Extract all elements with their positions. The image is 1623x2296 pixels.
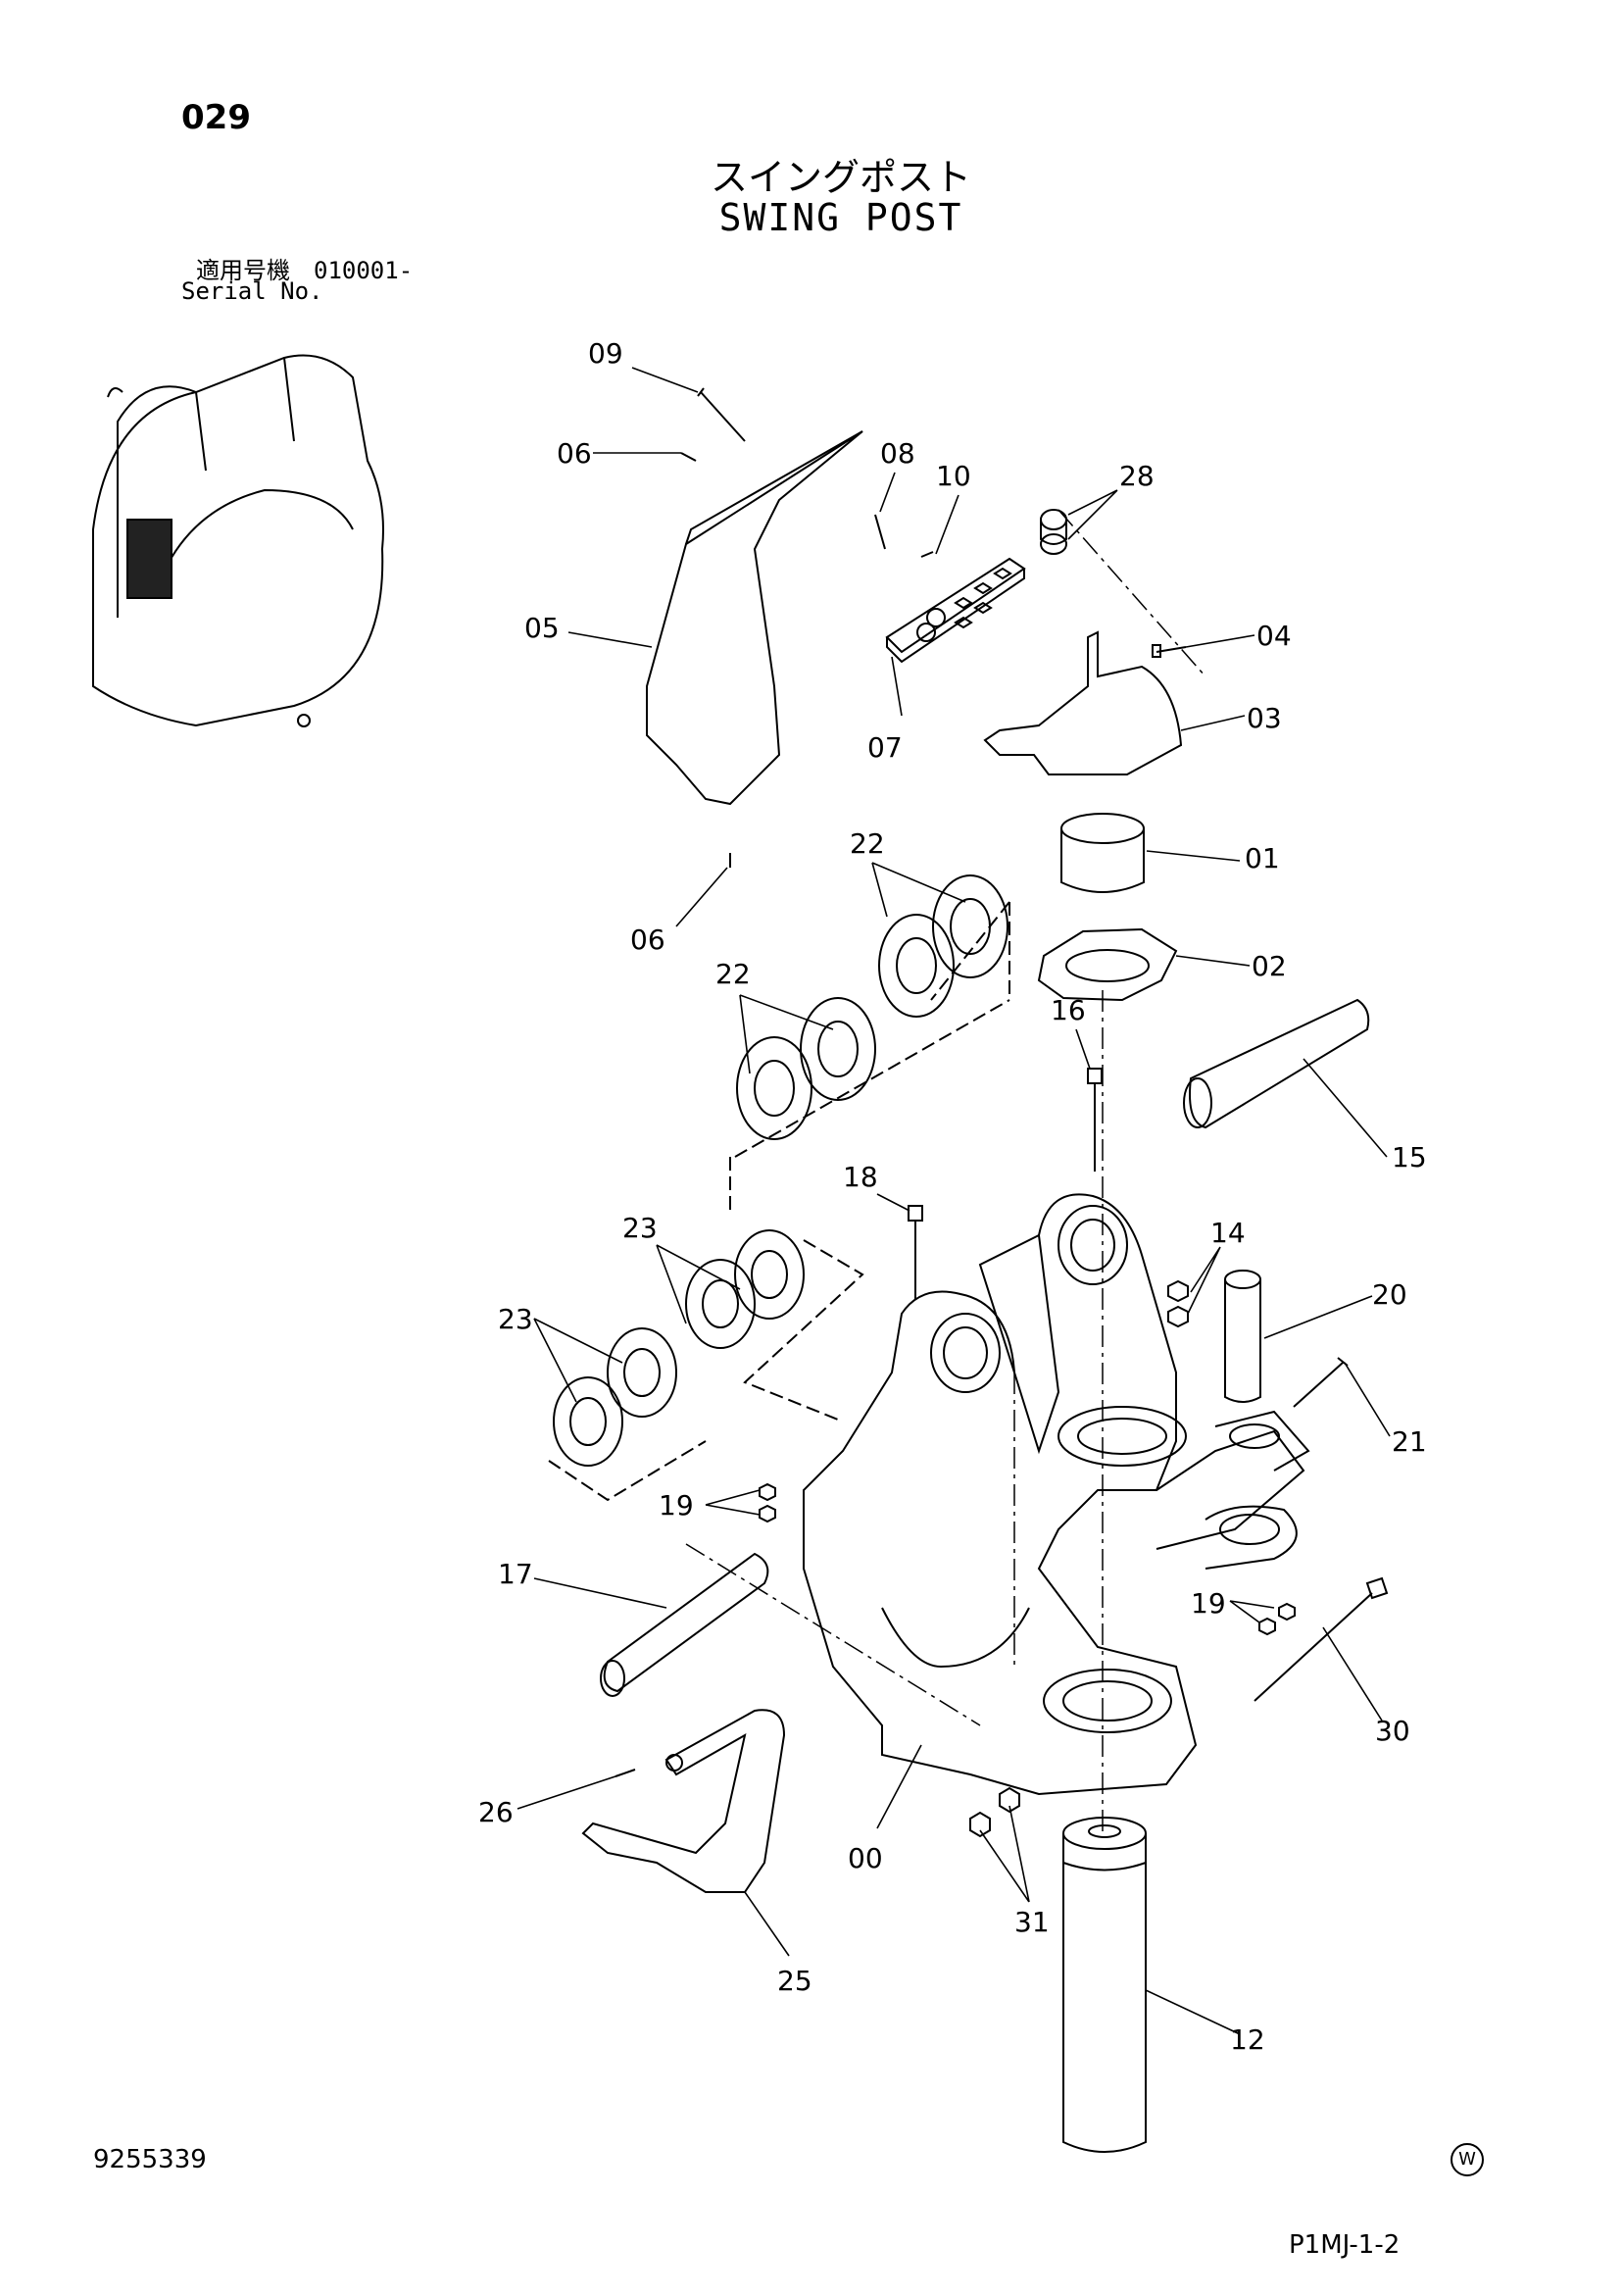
callout-01: 01: [1245, 842, 1280, 874]
callout-30: 30: [1375, 1715, 1410, 1747]
part-caps-28: [1040, 509, 1067, 555]
callout-04: 04: [1256, 620, 1292, 652]
part-pin-10: [920, 551, 934, 558]
callout-17: 17: [498, 1558, 533, 1590]
callout-10: 10: [936, 460, 971, 492]
callout-22-lower: 22: [715, 958, 751, 990]
serial-label-japanese: 適用号機 010001-: [196, 257, 414, 284]
part-nuts-31: [969, 1786, 1020, 1838]
part-bolt-09: [697, 387, 746, 442]
part-washer-02: [1037, 927, 1178, 1002]
callout-02: 02: [1252, 950, 1287, 982]
title-english: SWING POST: [718, 196, 963, 239]
part-bolt-18: [908, 1205, 923, 1299]
part-bolt-16: [1087, 1068, 1103, 1172]
part-screw-26: [615, 1769, 636, 1777]
callout-labels: 09 06 08 10 28 05 04 03 07 06 01 02 22 2…: [478, 337, 1427, 2056]
part-nuts-19-right: [1258, 1602, 1296, 1636]
part-swing-post-00: [803, 1193, 1310, 1796]
w-mark-icon: W: [1451, 2143, 1484, 2176]
serial-label-english: Serial No.: [181, 277, 323, 305]
callout-19-left: 19: [659, 1489, 694, 1522]
part-pin-12: [1062, 1817, 1147, 2153]
callout-06-lower: 06: [630, 923, 665, 956]
callout-20: 20: [1372, 1278, 1407, 1311]
callout-19-right: 19: [1191, 1587, 1226, 1620]
part-pin-17: [600, 1552, 769, 1697]
machine-thumbnail: [92, 354, 384, 727]
part-washers-23: [548, 1229, 864, 1502]
document-number: 9255339: [93, 2145, 207, 2174]
part-pin-08: [874, 514, 886, 550]
callout-07: 07: [867, 731, 903, 764]
part-bolt-04: [1152, 644, 1187, 658]
callout-22-upper: 22: [850, 827, 885, 860]
callout-23-lower: 23: [498, 1303, 533, 1335]
callout-21: 21: [1392, 1425, 1427, 1458]
page-number: 029: [181, 98, 251, 137]
callout-00: 00: [848, 1842, 883, 1874]
callout-28: 28: [1119, 460, 1155, 492]
part-nuts-19-left: [759, 1482, 776, 1523]
callout-03: 03: [1247, 702, 1282, 734]
callout-18: 18: [843, 1161, 878, 1193]
callout-25: 25: [777, 1965, 812, 1997]
part-bushing-01: [1060, 813, 1145, 893]
part-cover-05: [646, 430, 863, 806]
part-pin-15: [1183, 998, 1370, 1129]
callout-14: 14: [1210, 1217, 1246, 1249]
title-japanese: スイングポスト: [710, 156, 971, 199]
part-pin-20: [1224, 1270, 1261, 1403]
part-nuts-14: [1167, 1279, 1189, 1328]
part-bolt-21: [1293, 1357, 1349, 1408]
callout-16: 16: [1051, 994, 1086, 1026]
callout-06: 06: [557, 437, 592, 470]
callout-12: 12: [1230, 2023, 1265, 2056]
callout-05: 05: [524, 612, 560, 644]
part-switch-plate-07: [885, 557, 1026, 664]
callout-31: 31: [1014, 1906, 1050, 1938]
page-code: P1MJ-1-2: [1289, 2230, 1401, 2260]
callout-08: 08: [880, 437, 915, 470]
callout-23-upper: 23: [622, 1212, 658, 1244]
part-handle-25: [581, 1709, 786, 1893]
callout-15: 15: [1392, 1141, 1427, 1173]
callout-26: 26: [478, 1796, 514, 1828]
part-washers-22: [729, 874, 1010, 1216]
callout-09: 09: [588, 337, 623, 370]
part-bracket-03: [983, 630, 1183, 775]
part-bolt-30: [1254, 1576, 1389, 1702]
part-screw-06-top: [680, 452, 697, 462]
